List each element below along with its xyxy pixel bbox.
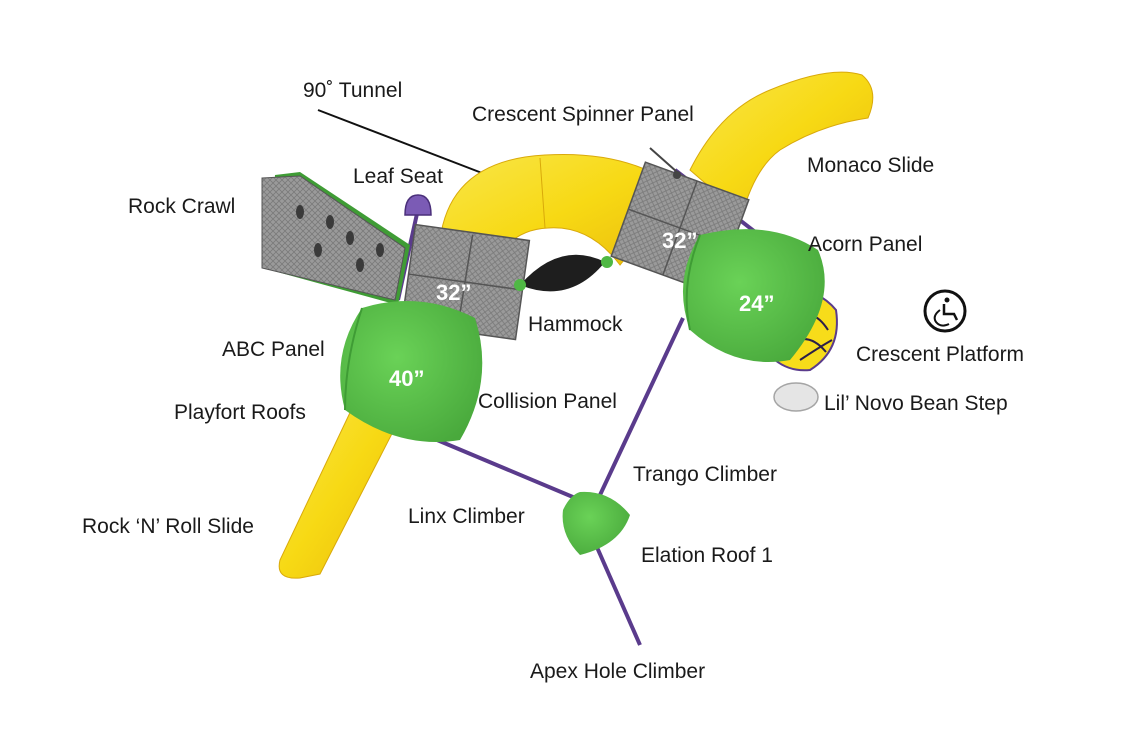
label-hammock: Hammock [528,313,623,336]
label-acorn-panel: Acorn Panel [808,233,923,256]
left-playfort-roof [340,300,483,442]
height-right-roof: 24” [739,291,775,316]
label-abc-panel: ABC Panel [222,338,325,361]
height-right-deck: 32” [662,228,698,253]
label-playfort-roofs: Playfort Roofs [174,401,306,424]
label-lil-novo-bean-step: Lil’ Novo Bean Step [824,392,1008,415]
label-trango-climber: Trango Climber [633,463,777,486]
label-rock-crawl: Rock Crawl [128,195,236,218]
label-rock-n-roll-slide: Rock ‘N’ Roll Slide [82,515,254,538]
wheelchair-accessible-icon [923,289,967,333]
label-collision-panel: Collision Panel [478,390,617,413]
label-crescent-platform: Crescent Platform [856,343,1025,366]
tunnel-leader-line [317,109,496,179]
label-crescent-spinner-panel: Crescent Spinner Panel [472,103,694,126]
leaf-seat [404,194,432,216]
rock-crawl-holds [296,205,384,272]
label-elation-roof: Elation Roof 1 [641,544,773,567]
hammock [520,254,605,292]
height-left-deck: 32” [436,280,472,305]
label-apex-hole-climber: Apex Hole Climber [530,660,706,683]
label-monaco-slide: Monaco Slide [807,154,935,177]
label-linx-climber: Linx Climber [408,505,525,528]
monaco-slide [689,71,874,216]
lil-novo-bean-step [773,382,819,412]
height-left-roof: 40” [389,366,425,391]
label-90-tunnel: 90˚ Tunnel [303,79,403,102]
label-leaf-seat: Leaf Seat [353,165,443,188]
elation-roof [562,491,630,555]
rock-n-roll-slide [278,399,401,579]
right-playfort-roof [682,229,825,362]
